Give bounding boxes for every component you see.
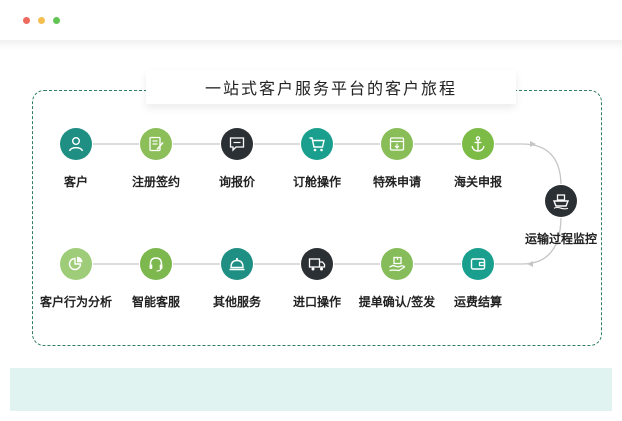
step-customer-circle: [60, 128, 92, 160]
step-monitor[interactable]: 运输过程监控: [511, 185, 611, 247]
step-settlement-label: 运费结算: [453, 295, 502, 309]
step-other-circle: [221, 248, 253, 280]
connector-monitor-settlement: [495, 217, 562, 265]
ship-icon: [552, 194, 570, 210]
anchor-icon: [471, 136, 485, 152]
service-bell-icon: [229, 257, 245, 271]
window-close-button[interactable]: [23, 17, 30, 24]
contract-icon: [149, 136, 164, 152]
step-monitor-circle: [545, 185, 577, 217]
document-download-icon: [389, 137, 405, 151]
step-customs[interactable]: 海关申报: [428, 128, 528, 190]
quote-chat-icon: [229, 137, 245, 152]
top-divider: [0, 40, 622, 50]
window-minimize-button[interactable]: [38, 17, 45, 24]
window-maximize-button[interactable]: [53, 17, 60, 24]
step-booking[interactable]: 订舱操作: [267, 128, 367, 190]
step-confirm[interactable]: 提单确认/签发: [347, 248, 447, 310]
step-smart-circle: [140, 248, 172, 280]
step-special[interactable]: 特殊申请: [347, 128, 447, 190]
step-customer[interactable]: 客户: [26, 128, 126, 190]
step-inquiry-label: 询报价: [218, 175, 255, 189]
pie-chart-icon: [68, 256, 83, 271]
step-confirm-circle: [381, 248, 413, 280]
arrow-customs-monitor: [530, 141, 536, 147]
step-signup[interactable]: 注册签约: [106, 128, 206, 190]
title-box: 一站式客户服务平台的客户旅程: [146, 70, 516, 104]
step-import-label: 进口操作: [292, 295, 341, 309]
step-special-label: 特殊申请: [372, 175, 421, 189]
wallet-icon: [470, 258, 486, 270]
step-customs-label: 海关申报: [453, 175, 502, 189]
step-settlement[interactable]: 运费结算: [428, 248, 528, 310]
connector-customs-monitor: [495, 143, 562, 185]
cart-icon: [309, 137, 325, 152]
step-smart-label: 智能客服: [131, 295, 180, 309]
step-other-label: 其他服务: [212, 295, 261, 309]
headset-icon: [149, 257, 163, 272]
step-signup-label: 注册签约: [131, 175, 180, 189]
arrow-monitor-settlement: [527, 261, 533, 267]
step-special-circle: [381, 128, 413, 160]
step-inquiry[interactable]: 询报价: [187, 128, 287, 190]
step-import[interactable]: 进口操作: [267, 248, 367, 310]
step-customs-circle: [462, 128, 494, 160]
step-analytics[interactable]: 客户行为分析: [26, 248, 126, 310]
step-other[interactable]: 其他服务: [187, 248, 287, 310]
step-settlement-circle: [462, 248, 494, 280]
window-controls: [23, 17, 60, 24]
step-smart[interactable]: 智能客服: [106, 248, 206, 310]
step-analytics-label: 客户行为分析: [39, 295, 112, 309]
diagram-title: 一站式客户服务平台的客户旅程: [204, 79, 457, 98]
user-icon: [68, 137, 84, 152]
truck-icon: [308, 258, 326, 271]
step-booking-label: 订舱操作: [292, 175, 341, 189]
step-import-circle: [301, 248, 333, 280]
package-hand-icon: [389, 256, 406, 272]
step-confirm-label: 提单确认/签发: [358, 295, 436, 309]
step-booking-circle: [301, 128, 333, 160]
step-signup-circle: [140, 128, 172, 160]
step-analytics-circle: [60, 248, 92, 280]
step-inquiry-circle: [221, 128, 253, 160]
step-monitor-label: 运输过程监控: [524, 232, 597, 246]
step-customer-label: 客户: [63, 175, 88, 189]
bottom-band: [10, 368, 612, 411]
